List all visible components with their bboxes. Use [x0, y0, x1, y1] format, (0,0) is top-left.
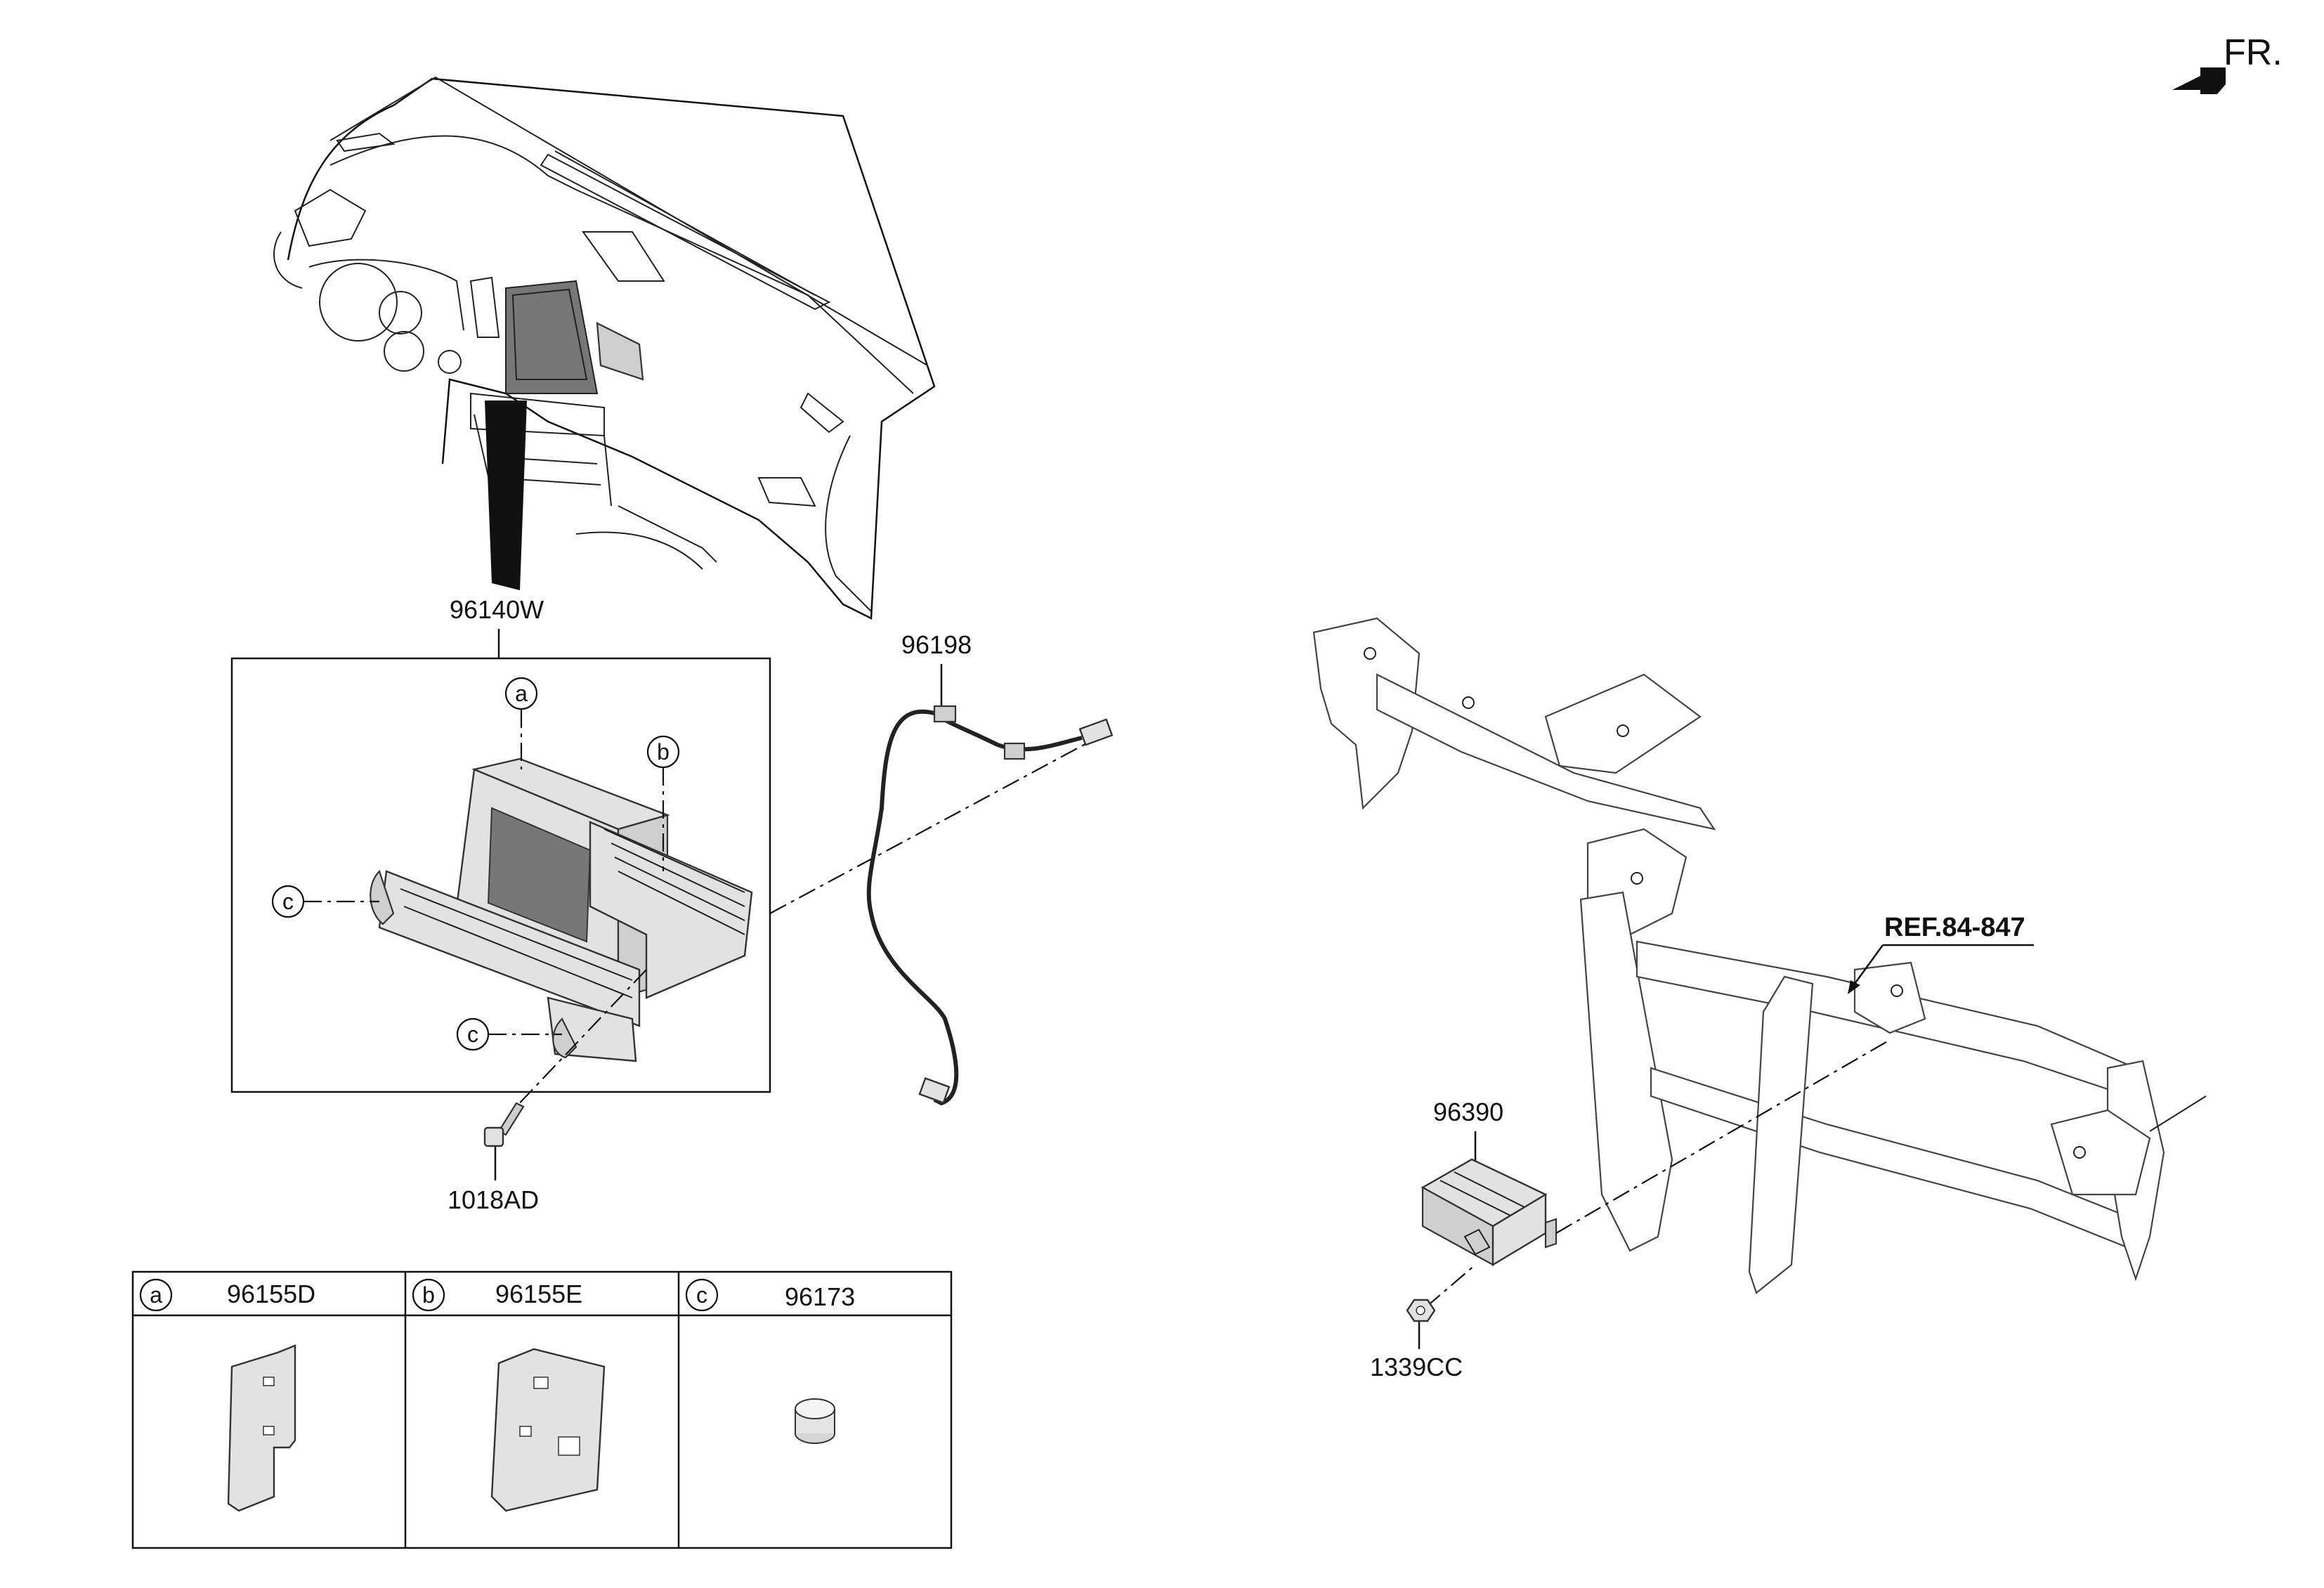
- cowl-cross-bar-illustration: [1312, 617, 2207, 1294]
- fr-label: FR.: [2224, 32, 2283, 73]
- marker-a: a: [515, 681, 528, 706]
- legend-table: [131, 1270, 953, 1549]
- marker-b: b: [657, 739, 670, 764]
- dashboard-illustration: [273, 76, 936, 620]
- marker-c-upper: c: [282, 889, 294, 914]
- screw-icon: [483, 1102, 525, 1147]
- front-direction-arrow-icon: [2172, 67, 2226, 94]
- legend-part-96173: 96173: [785, 1282, 855, 1311]
- head-unit-box: [230, 657, 771, 1093]
- legend-part-96155d: 96155D: [227, 1280, 315, 1308]
- nut-icon: [1406, 1299, 1436, 1322]
- legend-marker-b: b: [422, 1282, 435, 1308]
- legend-marker-a: a: [150, 1282, 162, 1308]
- knob-c-illustration: [795, 1398, 835, 1444]
- legend-part-96155e: 96155E: [495, 1280, 582, 1308]
- legend-marker-c: c: [696, 1282, 707, 1308]
- callout-1339cc: 1339CC: [1370, 1353, 1463, 1381]
- callout-96390: 96390: [1433, 1098, 1503, 1126]
- reference-label: REF.84-847: [1884, 913, 2025, 942]
- bracket-a-illustration: [227, 1344, 296, 1512]
- callout-96198: 96198: [901, 630, 972, 659]
- callout-1018ad: 1018AD: [448, 1185, 539, 1214]
- marker-c-lower: c: [467, 1022, 478, 1047]
- antenna-cable-illustration: [866, 705, 1114, 1106]
- callout-96140w: 96140W: [450, 595, 544, 624]
- amplifier-illustration: [1421, 1158, 1558, 1267]
- head-unit-illustration: [370, 757, 753, 1062]
- bracket-b-illustration: [490, 1348, 606, 1512]
